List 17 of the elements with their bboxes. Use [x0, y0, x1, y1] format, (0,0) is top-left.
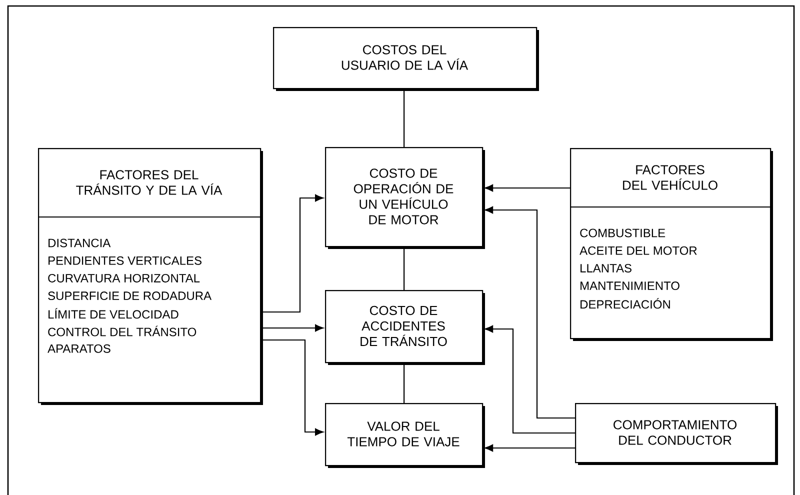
connector-line	[404, 89, 405, 147]
process-box: COMPORTAMIENTO DEL CONDUCTOR	[575, 403, 778, 465]
factor-box: FACTORES DEL VEHÍCULO COMBUSTIBLE ACEITE DEL MOTOR LLANTAS MANTENIMIENTO DEPRECIACIÓN	[570, 148, 773, 341]
process-box: COSTOS DEL USUARIO DE LA VÍA	[273, 27, 539, 91]
connector-line	[404, 363, 405, 403]
arrow	[261, 194, 324, 313]
arrow	[261, 339, 324, 436]
process-box: COSTO DE ACCIDENTES DE TRÁNSITO	[325, 290, 485, 365]
arrow	[484, 444, 575, 452]
factor-box: FACTORES DEL TRÁNSITO Y DE LA VÍA DISTANCIA PENDIENTES VERTICALES CURVATURA HORIZONTAL SUPERFICIE DE RODADURA LÍMITE DE VELOCIDAD CONTROL DEL TRÁNSITO APARATOS	[38, 148, 263, 405]
process-box: VALOR DEL TIEMPO DE VIAJE	[325, 403, 485, 468]
process-box: COSTO DE OPERACIÓN DE UN VEHÍCULO DE MOTOR	[325, 147, 485, 249]
connector-line	[404, 247, 405, 290]
arrow	[261, 324, 324, 332]
arrow	[484, 206, 575, 419]
arrow	[484, 184, 570, 192]
arrow	[484, 325, 575, 434]
